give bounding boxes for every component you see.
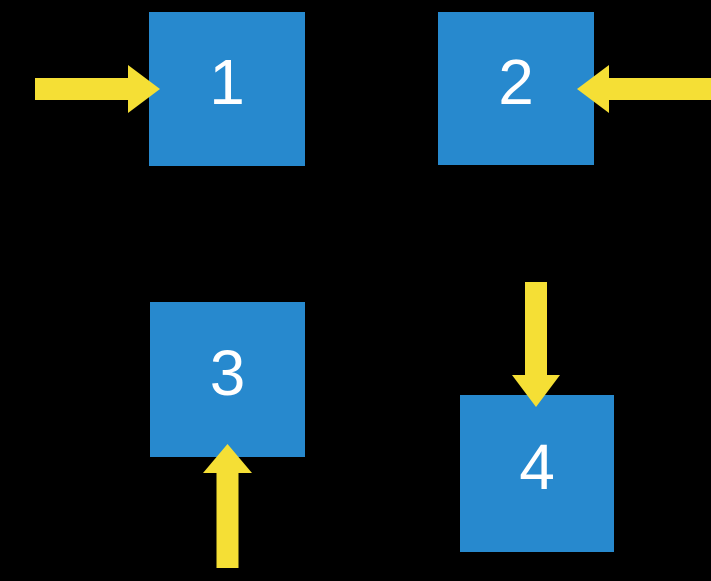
square-3: 3 xyxy=(150,302,305,457)
left-arrow-icon xyxy=(577,65,711,113)
up-arrow-icon xyxy=(203,444,252,568)
square-1-label: 1 xyxy=(209,46,245,118)
square-4-label: 4 xyxy=(519,430,555,503)
square-2-label: 2 xyxy=(498,45,534,118)
square-1: 1 xyxy=(149,12,305,166)
right-arrow-icon xyxy=(35,65,160,113)
down-arrow-icon xyxy=(512,282,560,407)
square-2: 2 xyxy=(438,12,594,165)
square-3-label: 3 xyxy=(209,336,246,409)
square-4: 4 xyxy=(460,395,614,552)
